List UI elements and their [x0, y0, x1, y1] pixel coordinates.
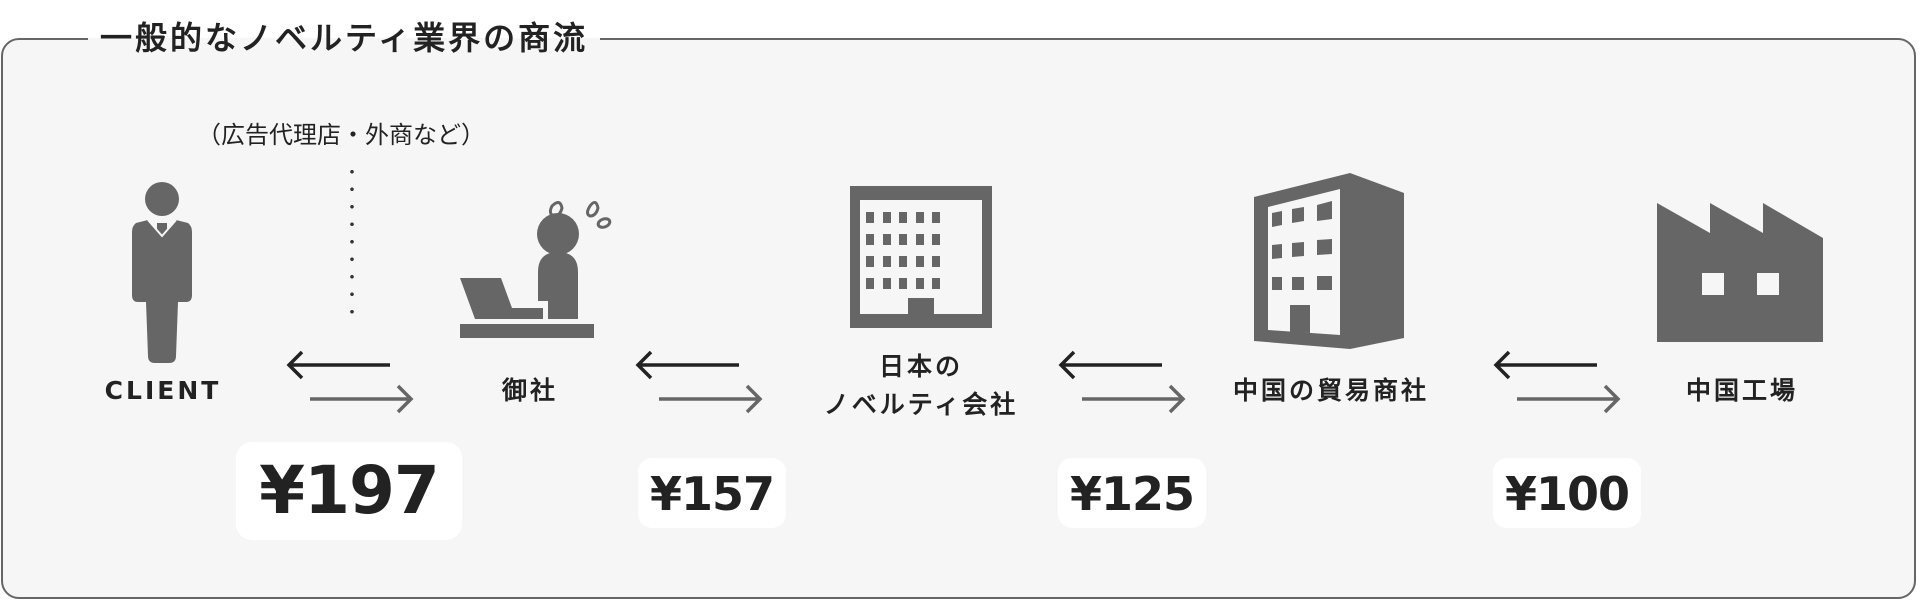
left-arrow-icon	[635, 350, 739, 380]
node-label-our-company: 御社	[501, 376, 558, 405]
left-arrow-icon	[286, 350, 390, 380]
businessman-icon	[128, 180, 198, 366]
flow-arrows-2	[635, 349, 765, 415]
left-arrow-icon	[1058, 350, 1162, 380]
node-label-client: CLIENT	[104, 376, 222, 405]
factory-icon	[1657, 203, 1824, 343]
node-label-japan-novelty-line2: ノベルティ会社	[823, 390, 1019, 419]
price-japan-novelty: ¥125	[1058, 458, 1206, 528]
price-china-trading: ¥100	[1493, 458, 1641, 528]
right-arrow-icon	[659, 384, 763, 414]
node-label-china-factory: 中国工場	[1685, 376, 1798, 405]
intermediary-note: （広告代理店・外商など）	[197, 121, 485, 149]
right-arrow-icon	[310, 384, 414, 414]
flow-arrows-1	[286, 349, 416, 415]
node-label-japan-novelty: 日本の ノベルティ会社	[800, 348, 1042, 424]
tall-building-icon	[1254, 173, 1406, 351]
node-label-china-trading: 中国の貿易商社	[1232, 376, 1429, 405]
flow-arrows-3	[1058, 349, 1188, 415]
left-arrow-icon	[1493, 350, 1597, 380]
price-our-company: ¥157	[638, 458, 786, 528]
right-arrow-icon	[1082, 384, 1186, 414]
flow-arrows-4	[1493, 349, 1623, 415]
node-label-japan-novelty-line1: 日本の	[878, 352, 963, 381]
dotted-connector	[350, 163, 354, 323]
right-arrow-icon	[1517, 384, 1621, 414]
price-client: ¥197	[236, 442, 462, 540]
worker-at-laptop-icon	[458, 196, 616, 342]
diagram-title: 一般的なノベルティ業界の商流	[88, 16, 601, 60]
office-building-icon	[850, 186, 992, 328]
